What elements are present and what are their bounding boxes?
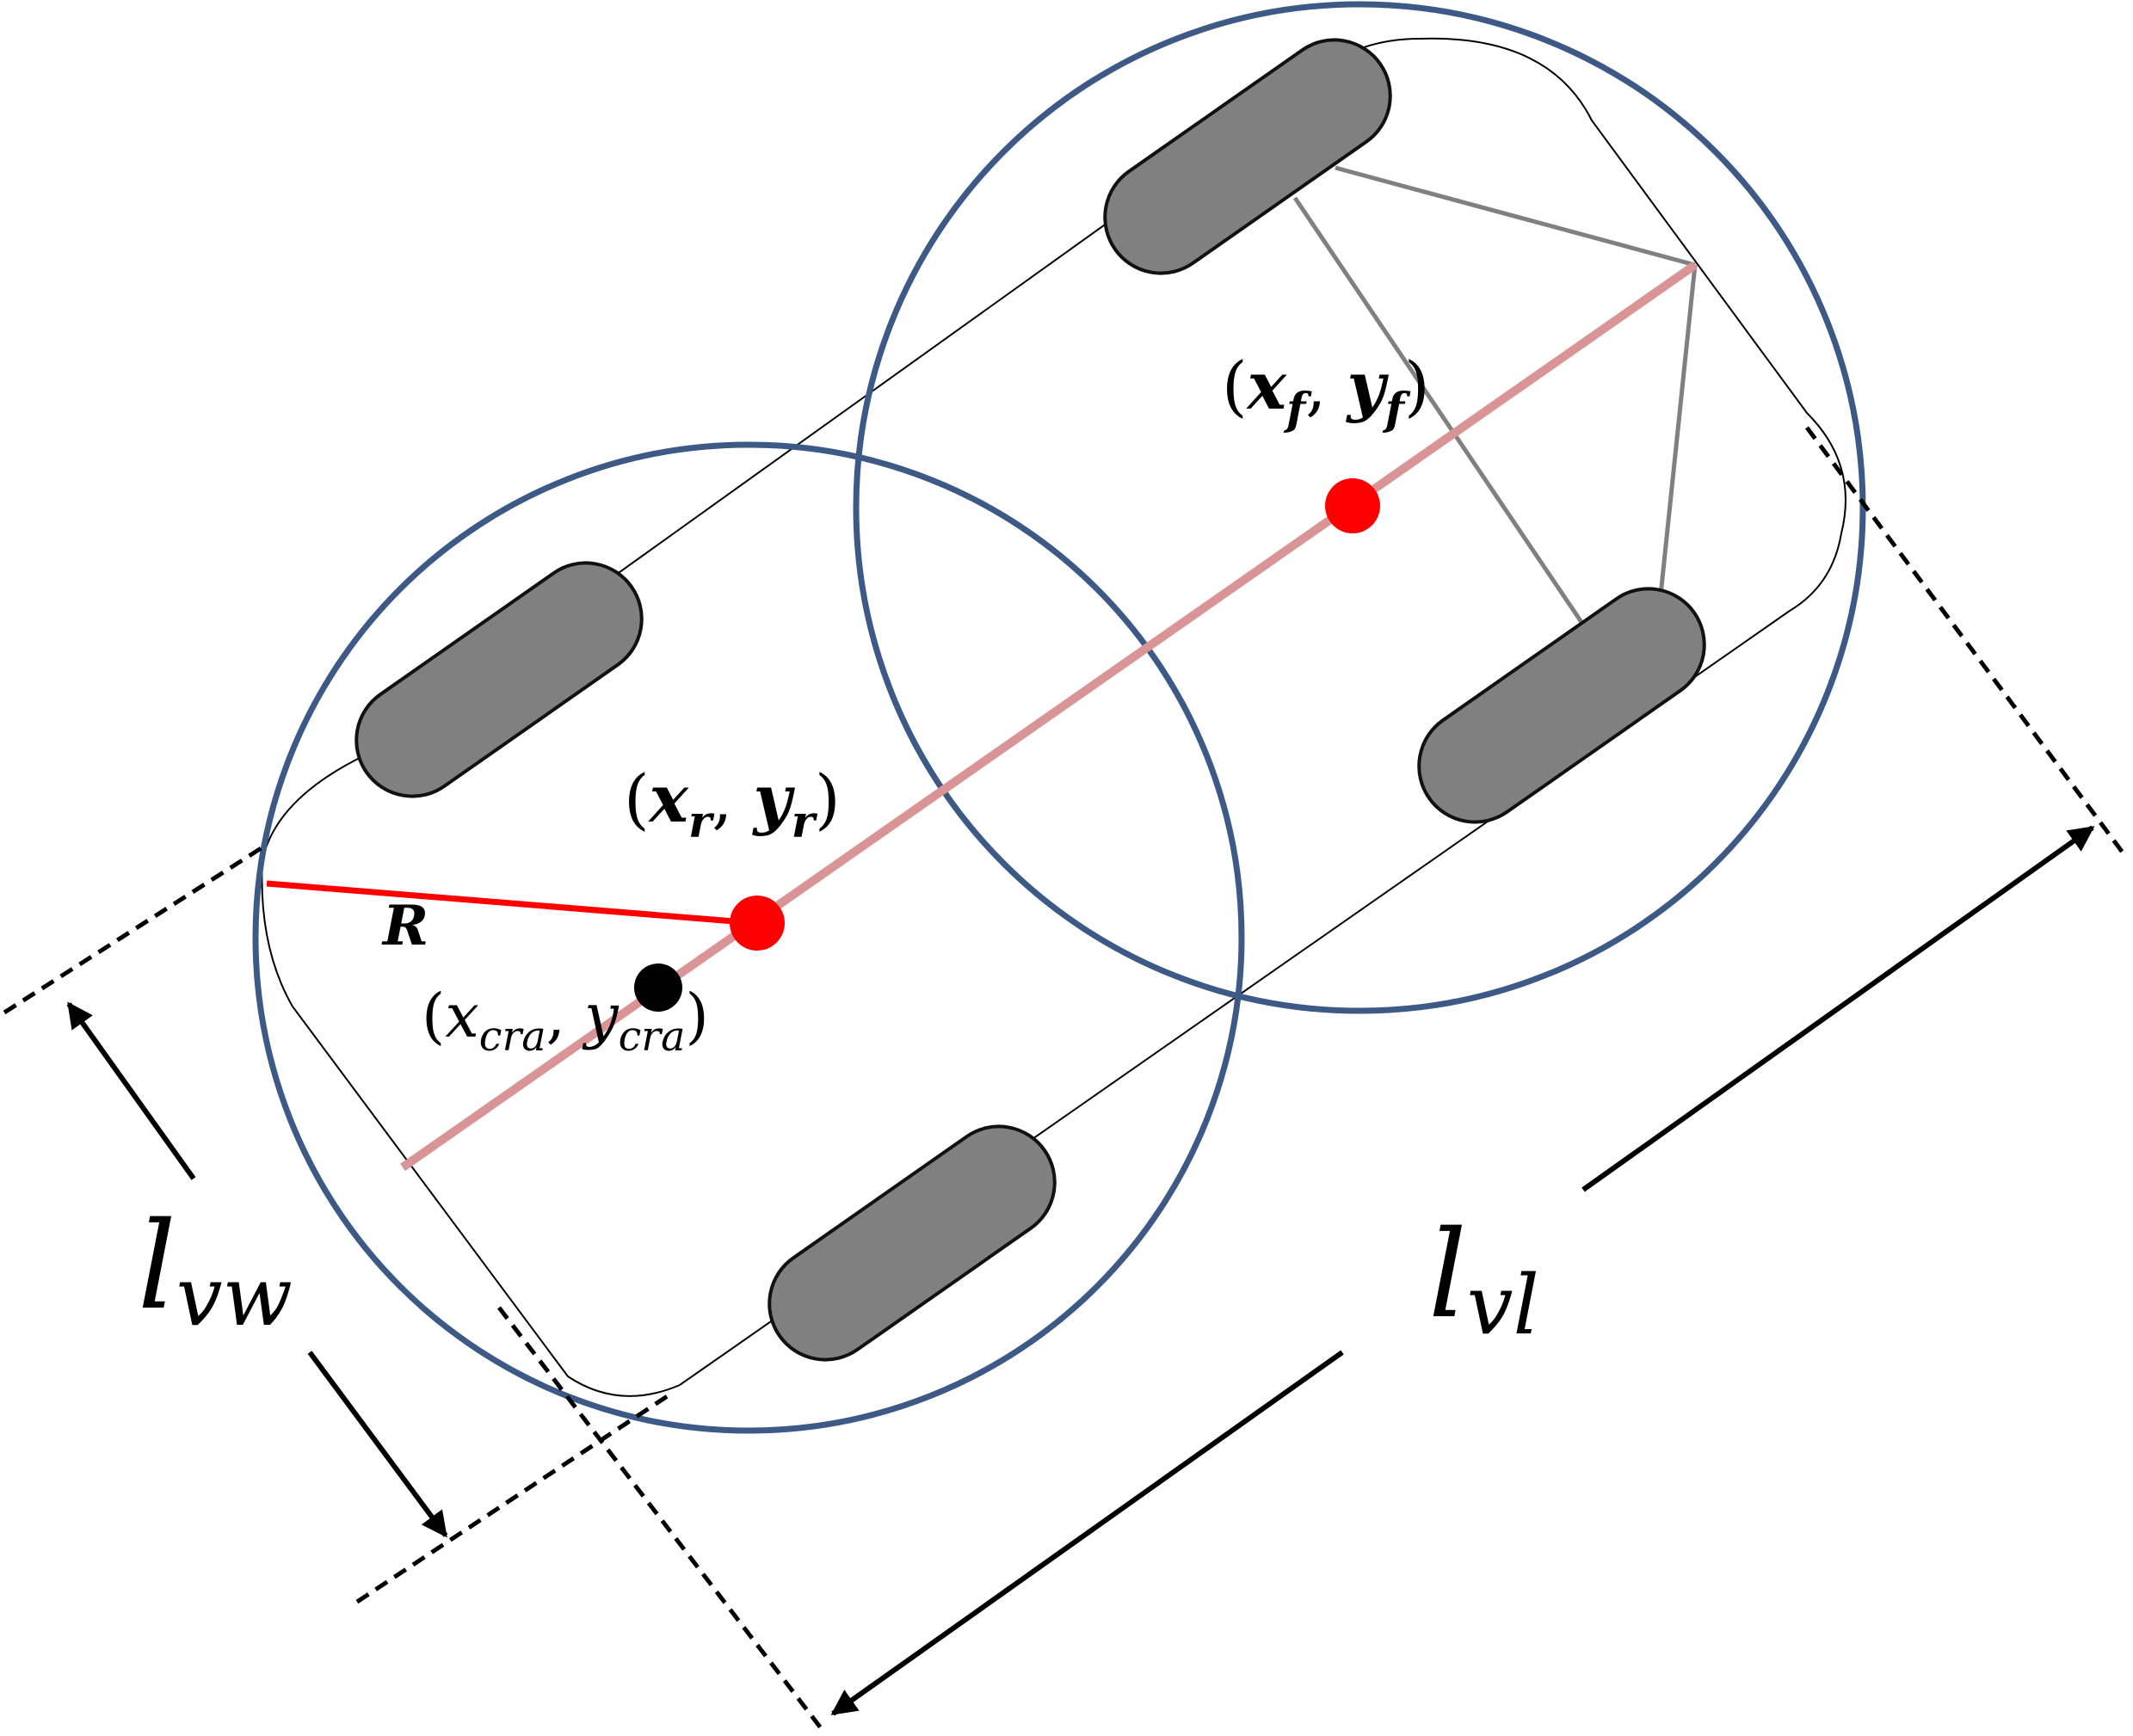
width-boundary-top xyxy=(3,845,264,1015)
tire-rear-right xyxy=(768,1124,1057,1362)
vehicle-center-axis xyxy=(400,261,1698,1172)
front-covering-circle xyxy=(853,1,1866,1014)
width-boundary-bottom xyxy=(355,1391,673,1604)
front-center-point xyxy=(1325,478,1380,533)
length-arrow-front xyxy=(1581,825,2095,1192)
tires xyxy=(354,38,1706,1362)
rear-center-point xyxy=(730,896,785,951)
cra-point xyxy=(634,963,682,1012)
rear-point-label: (xr, yr) xyxy=(624,760,841,848)
radius-label: R xyxy=(381,894,428,958)
length-boundary-rear xyxy=(497,1306,823,1731)
dimension-arrows xyxy=(66,825,2095,1716)
vehicle-width-label: lvw xyxy=(138,1197,293,1345)
vehicle-length-label: lvl xyxy=(1428,1205,1539,1353)
radius-line xyxy=(266,880,756,926)
cra-point-label: (xcra, ycra) xyxy=(422,981,709,1061)
rear-covering-circle xyxy=(252,441,1245,1434)
length-arrow-rear xyxy=(830,1350,1344,1716)
width-arrow-bottom xyxy=(307,1351,448,1538)
steering-arm-right xyxy=(1654,264,1698,637)
tire-rear-left xyxy=(354,561,644,798)
length-boundary-front xyxy=(1804,426,2128,858)
vehicle-body-outline xyxy=(261,37,1846,1397)
tire-front-left xyxy=(1103,38,1392,275)
width-arrow-top xyxy=(66,1001,196,1180)
dimension-boundaries xyxy=(3,426,2128,1731)
front-point-label: (xf, yf) xyxy=(1222,348,1430,435)
tire-front-right xyxy=(1417,587,1706,824)
steering-arm-top xyxy=(1335,165,1696,268)
